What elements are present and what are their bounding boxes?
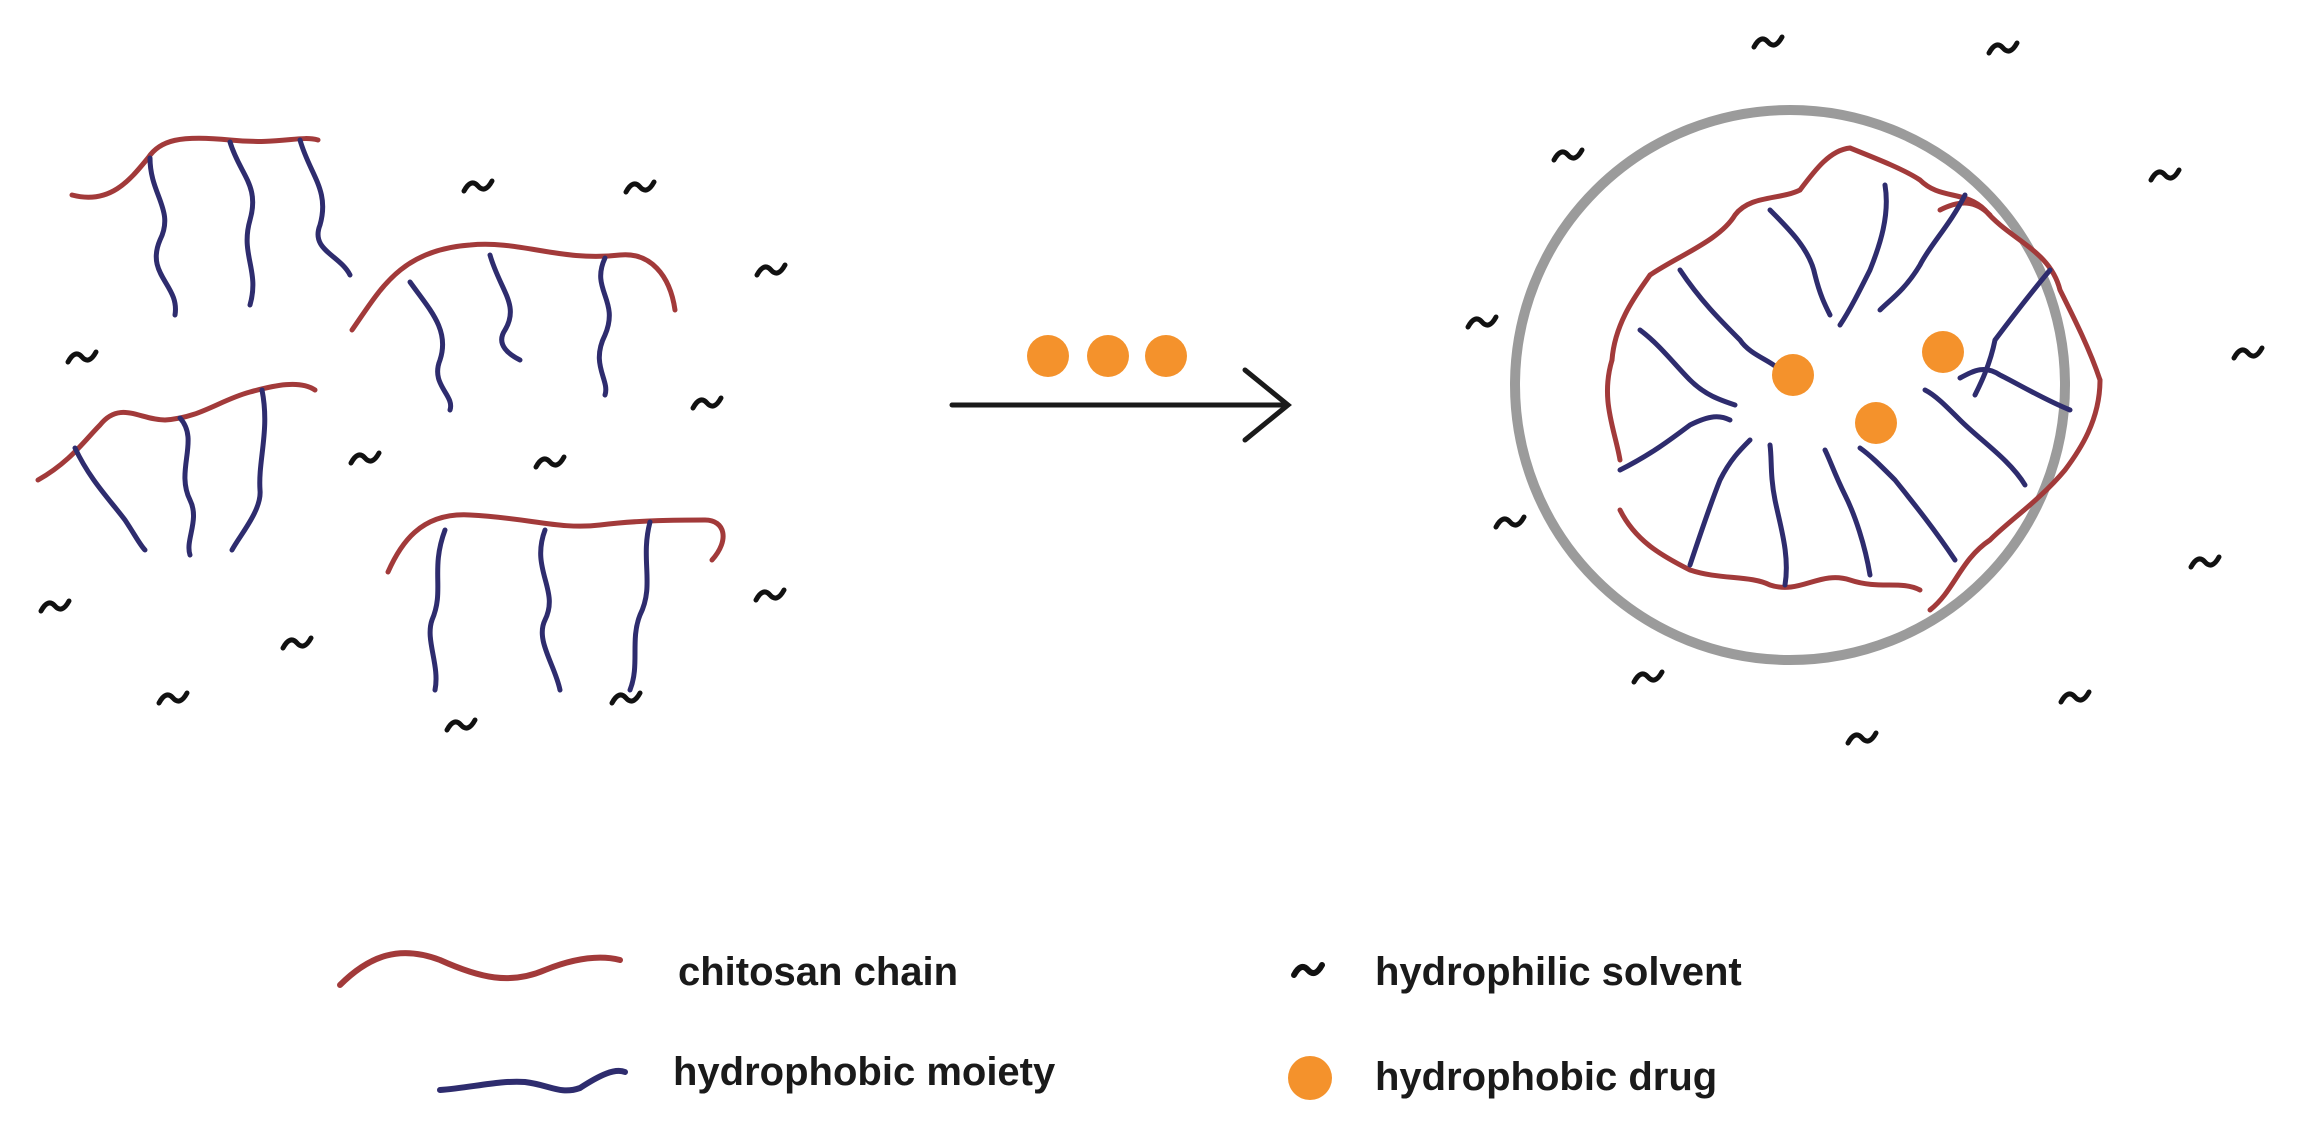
- hydrophobic-moiety: [1677, 267, 1783, 373]
- hydrophilic-solvent-icon: [2151, 170, 2179, 180]
- hydrophobic-moiety: [1857, 445, 1958, 563]
- hydrophobic-moiety: [72, 445, 148, 553]
- hydrophilic-solvent-icon: [2061, 692, 2089, 702]
- legend: chitosan chain hydrophobic moiety hydrop…: [337, 950, 1742, 1100]
- hydrophilic-solvent-icon: [756, 590, 784, 600]
- loading-arrow-group: [949, 335, 1292, 443]
- chitosan-chain: [1927, 377, 2103, 613]
- hydrophilic-solvent-icon: [612, 693, 640, 703]
- micelle-panel: [1468, 37, 2262, 743]
- hydrophilic-solvent-icon: [464, 181, 492, 191]
- chitosan-chain-swatch: [337, 950, 623, 988]
- hydrophobic-moiety: [1637, 327, 1738, 408]
- micelle-core: [1617, 182, 2073, 588]
- chitosan-chain: [1617, 507, 1923, 593]
- hydrophobic-moiety: [229, 387, 268, 553]
- hydrophobic-moiety: [427, 527, 448, 693]
- hydrophilic-solvent-icon: [2234, 348, 2262, 358]
- micelle-boundary: [1510, 105, 2070, 665]
- hydrophilic-solvent-icon: [1634, 672, 1662, 682]
- drug-dot-icon: [1772, 354, 1814, 396]
- hydrophobic-moiety: [227, 139, 256, 308]
- drug-dot-icon: [1087, 335, 1129, 377]
- drug-dot-icon: [1922, 331, 1964, 373]
- drug-dot-icon: [1027, 335, 1069, 377]
- chitosan-chain: [69, 135, 321, 200]
- hydrophilic-solvent-icon: [757, 265, 785, 275]
- hydrophobic-moiety: [1957, 366, 2073, 413]
- hydrophobic-moiety: [177, 415, 197, 558]
- hydrophilic-solvent-icon: [283, 638, 311, 648]
- hydrophilic-solvent-icon: [1848, 733, 1876, 743]
- hydrophobic-moiety: [1767, 442, 1789, 588]
- hydrophilic-solvent-icon: [1989, 43, 2017, 53]
- drug-dot-icon: [1288, 1056, 1332, 1100]
- chitosan-chain: [385, 512, 726, 575]
- hydrophobic-moiety: [1877, 192, 1968, 313]
- legend-item-hydrophilic-solvent: hydrophilic solvent: [1294, 950, 1742, 994]
- hydrophilic-solvent-icon: [68, 352, 96, 362]
- hydrophobic-moiety: [538, 527, 563, 693]
- hydrophilic-solvent-icon: [693, 398, 721, 408]
- legend-label-hydrophobic-drug: hydrophobic drug: [1375, 1055, 1717, 1099]
- hydrophilic-solvent-icon: [1468, 317, 1496, 327]
- chitosan-chain: [35, 381, 318, 483]
- hydrophilic-solvent-icon: [351, 453, 379, 463]
- legend-item-hydrophobic-moiety: hydrophobic moiety: [437, 1050, 1056, 1094]
- drug-dot-icon: [1145, 335, 1187, 377]
- hydrophilic-solvent-icon: [41, 601, 69, 611]
- hydrophobic-moiety: [297, 137, 353, 278]
- hydrophilic-solvent-icon: [536, 457, 564, 467]
- amphiphilic-chain: [349, 241, 678, 413]
- hydrophobic-moiety: [1617, 414, 1733, 473]
- hydrophobic-moiety: [1767, 207, 1833, 318]
- chitosan-chain: [1609, 145, 1853, 363]
- hydrophilic-solvent-icon: [626, 182, 654, 192]
- legend-label-chitosan-chain: chitosan chain: [678, 950, 958, 994]
- amphiphilic-chain: [69, 135, 353, 318]
- right-arrow-icon: [949, 367, 1292, 443]
- chitosan-chain: [1937, 200, 1993, 218]
- chitosan-chain: [349, 241, 678, 333]
- legend-label-hydrophilic-solvent: hydrophilic solvent: [1375, 950, 1742, 994]
- chitosan-chain: [1604, 357, 1623, 463]
- hydrophobic-moiety: [596, 255, 612, 398]
- hydrophobic-moiety: [1687, 437, 1753, 568]
- legend-label-hydrophobic-moiety: hydrophobic moiety: [673, 1050, 1056, 1094]
- hydrophilic-solvent-icon: [447, 720, 475, 730]
- legend-item-hydrophobic-drug: hydrophobic drug: [1288, 1055, 1717, 1100]
- hydrophobic-moiety: [487, 252, 523, 363]
- amphiphilic-chain: [35, 381, 318, 558]
- hydrophilic-solvent-icon: [2191, 557, 2219, 567]
- hydrophilic-solvent-icon: [1294, 965, 1322, 975]
- drug-dot-icon: [1855, 402, 1897, 444]
- hydrophilic-solvent-icon: [159, 693, 187, 703]
- amphiphilic-chain: [385, 512, 726, 693]
- micelle-shell: [1604, 145, 2103, 613]
- hydrophobic-moiety-swatch: [437, 1067, 628, 1094]
- hydrophobic-moiety: [1972, 267, 2053, 398]
- hydrophobic-moiety: [407, 279, 454, 413]
- hydrophobic-moiety: [1922, 387, 2028, 488]
- hydrophobic-moiety: [1837, 182, 1889, 328]
- hydrophilic-solvent-icon: [1754, 37, 1782, 47]
- hydrophobic-moiety: [1822, 447, 1873, 578]
- hydrophilic-solvent-icon: [1496, 517, 1524, 527]
- hydrophobic-moiety: [627, 519, 653, 693]
- hydrophobic-moiety: [147, 155, 178, 318]
- hydrophilic-solvent-icon: [1554, 150, 1582, 160]
- legend-item-chitosan-chain: chitosan chain: [337, 950, 958, 994]
- unassembled-chains-panel: [35, 135, 785, 730]
